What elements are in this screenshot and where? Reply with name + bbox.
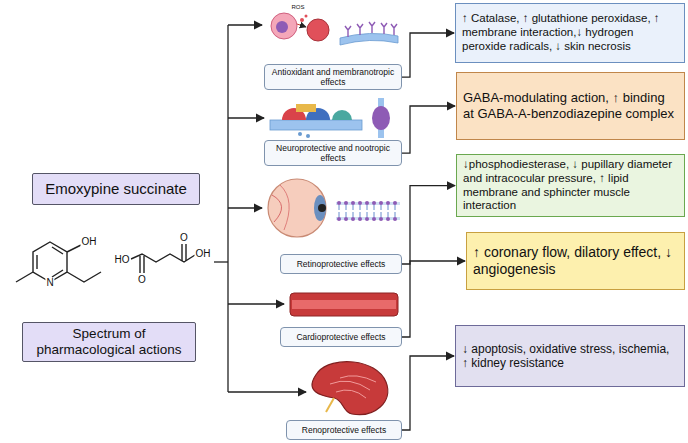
effect-arrow (402, 186, 455, 264)
atom-label: O (179, 233, 189, 243)
node-text: ↑ Catalase, ↑ glutathione peroxidase, ↑ … (462, 12, 678, 53)
effect-box: ↓ apoptosis, oxidative stress, ischemia,… (455, 325, 685, 387)
atom-label: OH (81, 237, 98, 247)
node-text: ↓phosphodiesterase, ↓ pupillary diameter… (463, 158, 678, 213)
node-text: Retinoprotective effects (285, 259, 397, 269)
cells-illustration (271, 13, 329, 41)
receptor-illustration (270, 98, 390, 138)
category-label: Neuroprotective and nootropic effects (264, 140, 402, 166)
node-text: Spectrum of pharmacological actions (27, 326, 191, 358)
category-label: Retinoprotective effects (280, 254, 402, 274)
kidney-illustration (312, 362, 388, 415)
emoxypine-molecule (16, 242, 101, 282)
effect-box: ↑ coronary flow, dilatory effect, ↓ angi… (466, 232, 685, 290)
vessel-illustration (290, 293, 398, 316)
effect-box: GABA-modulating action, ↑ binding at GAB… (456, 72, 685, 140)
node-text: Renoprotective effects (291, 425, 397, 435)
title-box: Spectrum of pharmacological actions (22, 322, 196, 362)
atom-label: OH (195, 249, 212, 259)
effect-box: ↑ Catalase, ↑ glutathione peroxidase, ↑ … (455, 3, 685, 63)
eye-illustration (268, 179, 326, 237)
effect-arrow (402, 33, 454, 77)
node-text: ↑ coronary flow, dilatory effect, ↓ angi… (473, 244, 678, 278)
effect-box: ↓phosphodiesterase, ↓ pupillary diameter… (456, 154, 685, 217)
node-text: Neuroprotective and nootropic effects (269, 143, 397, 163)
lipid-membrane-illustration (336, 201, 400, 221)
ros-label: ROS (290, 4, 305, 10)
effect-arrow (402, 106, 455, 153)
node-text: Antioxidant and membranotropic effects (269, 67, 397, 87)
node-text: Emoxypine succinate (37, 180, 195, 198)
title-box: Emoxypine succinate (32, 173, 200, 205)
atom-label: O (137, 275, 147, 285)
membrane-illustration (340, 22, 398, 45)
node-text: ↓ apoptosis, oxidative stress, ischemia,… (462, 342, 678, 371)
node-text: Cardioprotective effects (285, 332, 397, 342)
succinic-acid-molecule (131, 244, 195, 273)
category-label: Antioxidant and membranotropic effects (264, 64, 402, 90)
category-label: Renoprotective effects (286, 420, 402, 440)
category-label: Cardioprotective effects (280, 327, 402, 347)
atom-label: N (45, 278, 54, 288)
node-text: GABA-modulating action, ↑ binding at GAB… (463, 90, 678, 121)
atom-label: HO (114, 255, 131, 265)
effect-arrow (402, 356, 454, 430)
